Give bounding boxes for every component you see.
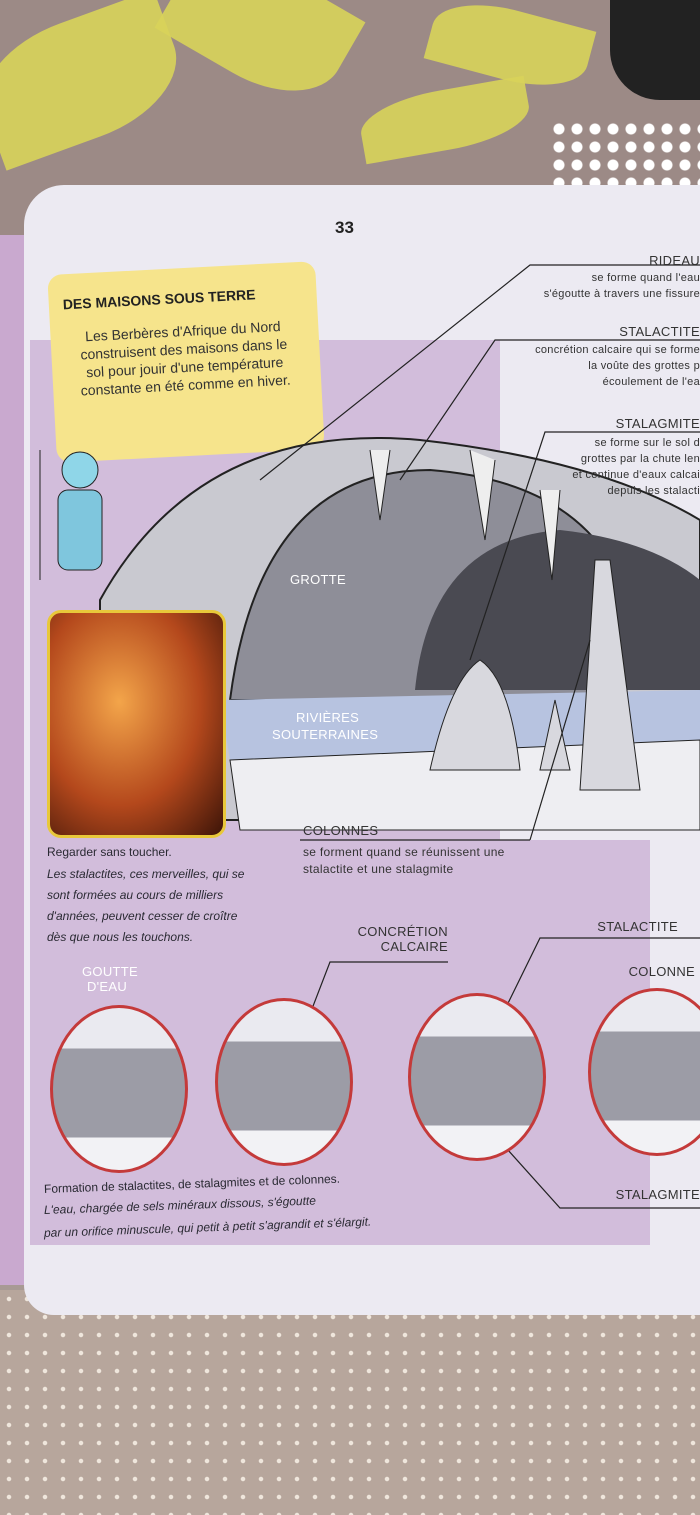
label-rideau-text: s'égoutte à travers une fissure bbox=[543, 288, 700, 300]
caption-line: sont formées au cours de milliers bbox=[47, 888, 224, 902]
label-line: CONCRÉTION bbox=[357, 924, 448, 939]
cave-dark bbox=[415, 530, 700, 690]
label-rideau-title: RIDEAU bbox=[649, 253, 700, 268]
page-number: 33 bbox=[335, 218, 354, 237]
label-line: GOUTTE bbox=[82, 964, 138, 979]
label-stalagmite-text: et continue d'eaux calcai bbox=[572, 469, 700, 481]
label-stalagmite-text: se forme sur le sol d bbox=[594, 437, 700, 449]
label-formation-stalactite: STALACTITE bbox=[597, 919, 678, 934]
label-formation-colonne: COLONNE bbox=[628, 964, 695, 979]
caption-line: dès que nous les touchons. bbox=[47, 930, 194, 944]
formation-step-3 bbox=[408, 993, 546, 1161]
stalagmite-shape bbox=[429, 659, 521, 771]
formation-step-4 bbox=[588, 988, 700, 1156]
label-line: CALCAIRE bbox=[380, 939, 448, 954]
photo-caption-title: Regarder sans toucher. bbox=[47, 845, 172, 859]
character-head bbox=[61, 451, 99, 489]
label-formation-stalagmite: STALAGMITE bbox=[615, 1187, 700, 1202]
label-stalagmite-text: depuis les stalacti bbox=[607, 485, 700, 497]
stalagmite-shape bbox=[539, 699, 571, 771]
caption-line: Les stalactites, ces merveilles, qui se bbox=[47, 867, 245, 881]
berber-character bbox=[57, 489, 103, 571]
label-stalactite-title: STALACTITE bbox=[619, 324, 700, 339]
label-stalactite-text: la voûte des grottes p bbox=[588, 360, 700, 372]
label-rivieres: SOUTERRAINES bbox=[272, 727, 379, 742]
black-flower-pattern bbox=[610, 0, 700, 100]
stalactite-shapes bbox=[369, 449, 561, 581]
cave-photo bbox=[47, 610, 226, 838]
caption-line: d'années, peuvent cesser de croître bbox=[47, 909, 238, 923]
label-grotte: GROTTE bbox=[290, 572, 346, 587]
formation-step-2 bbox=[215, 998, 353, 1166]
label-colonnes-title: COLONNES bbox=[303, 823, 379, 838]
column-shape bbox=[579, 559, 641, 791]
leader-lines bbox=[259, 264, 700, 1209]
label-stalactite-text: écoulement de l'ea bbox=[602, 376, 700, 388]
label-colonnes-text: stalactite et une stalagmite bbox=[303, 862, 454, 876]
photo-caption-text: Les stalactites, ces merveilles, qui se … bbox=[47, 864, 244, 948]
label-stalagmite-title: STALAGMITE bbox=[615, 416, 700, 431]
label-stalactite-text: concrétion calcaire qui se forme bbox=[535, 344, 700, 356]
label-line: D'EAU bbox=[86, 979, 128, 994]
label-colonnes-text: se forment quand se réunissent une bbox=[303, 845, 505, 859]
formation-step-1 bbox=[50, 1005, 188, 1173]
label-rideau-text: se forme quand l'eau bbox=[591, 272, 700, 284]
fabric-background-bottom bbox=[0, 1290, 700, 1515]
label-rivieres: RIVIÈRES bbox=[296, 710, 360, 725]
label-stalagmite-text: grottes par la chute len bbox=[580, 453, 700, 465]
